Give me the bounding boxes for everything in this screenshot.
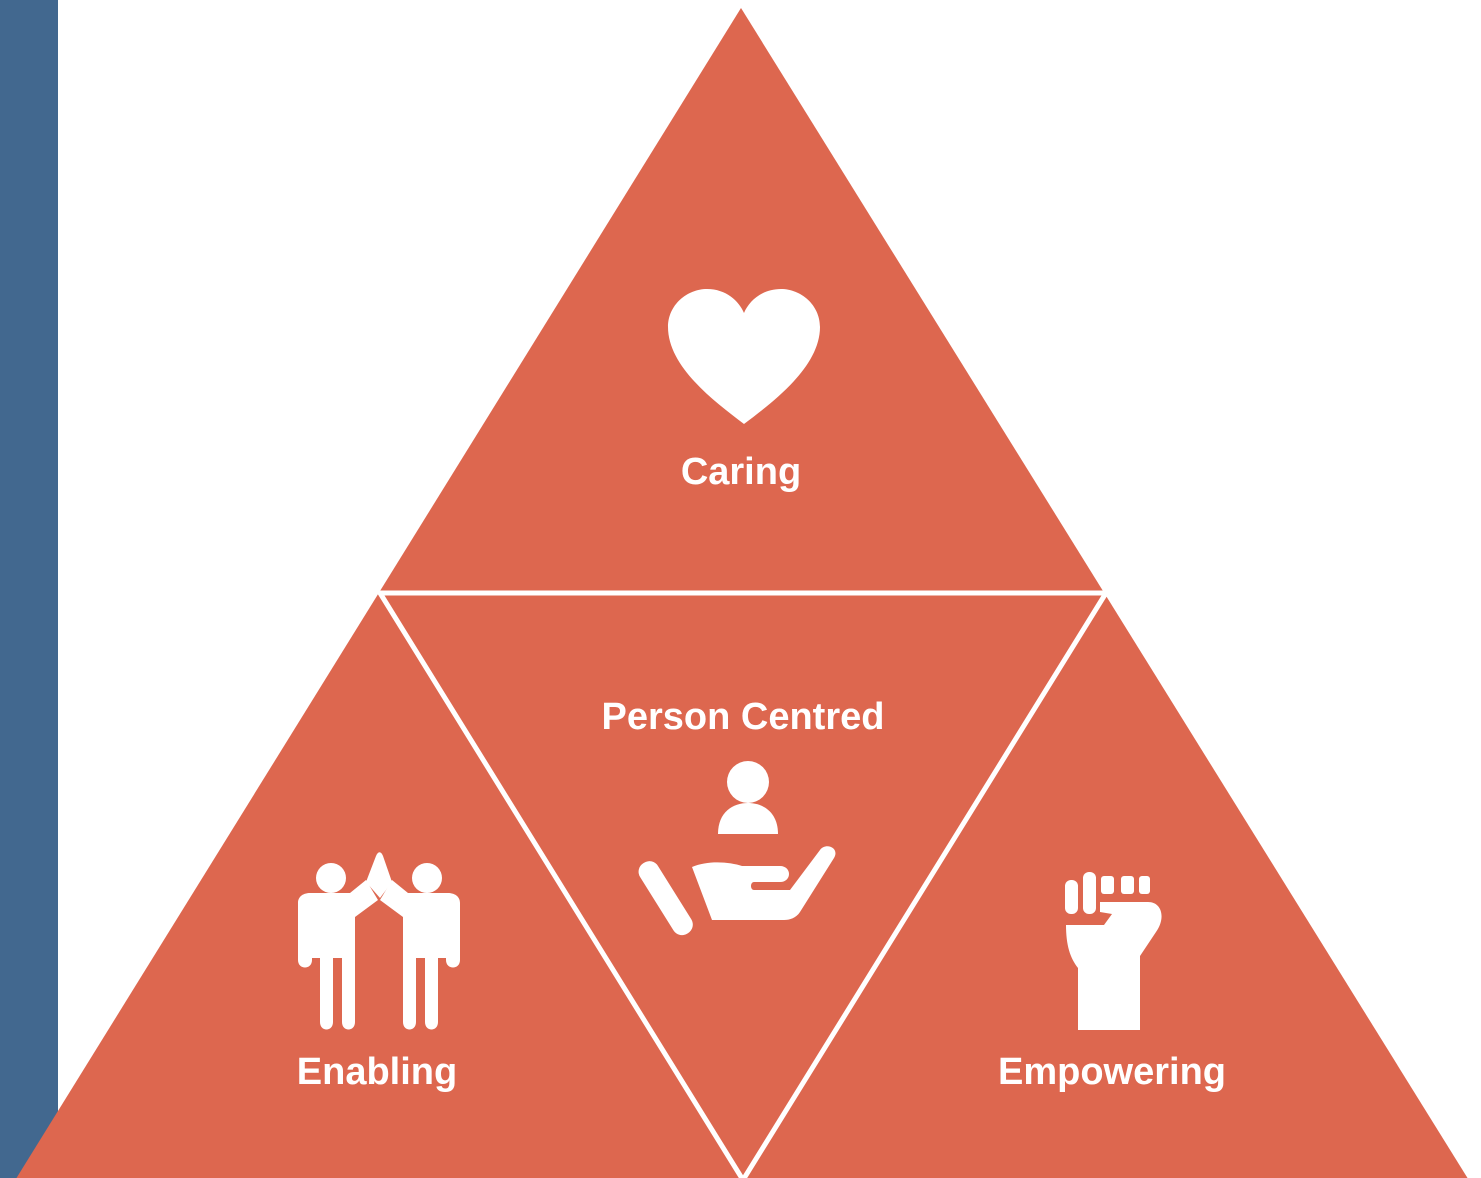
side-bar	[0, 0, 58, 1178]
high-five-icon	[298, 852, 460, 1030]
enabling-label: Enabling	[297, 1051, 457, 1093]
section-person-centred: Person Centred	[602, 696, 885, 936]
center-triangle-outline	[375, 590, 1111, 1178]
section-dividers	[375, 590, 1111, 1178]
section-enabling: Enabling	[297, 852, 460, 1093]
person-centred-label: Person Centred	[602, 696, 885, 738]
section-caring: Caring	[668, 289, 820, 493]
raised-fist-icon	[1065, 872, 1162, 1030]
caring-label: Caring	[681, 451, 801, 493]
hand-holding-person-icon	[638, 761, 836, 936]
empowering-label: Empowering	[998, 1051, 1226, 1093]
section-empowering: Empowering	[998, 872, 1226, 1093]
heart-icon	[668, 289, 820, 424]
